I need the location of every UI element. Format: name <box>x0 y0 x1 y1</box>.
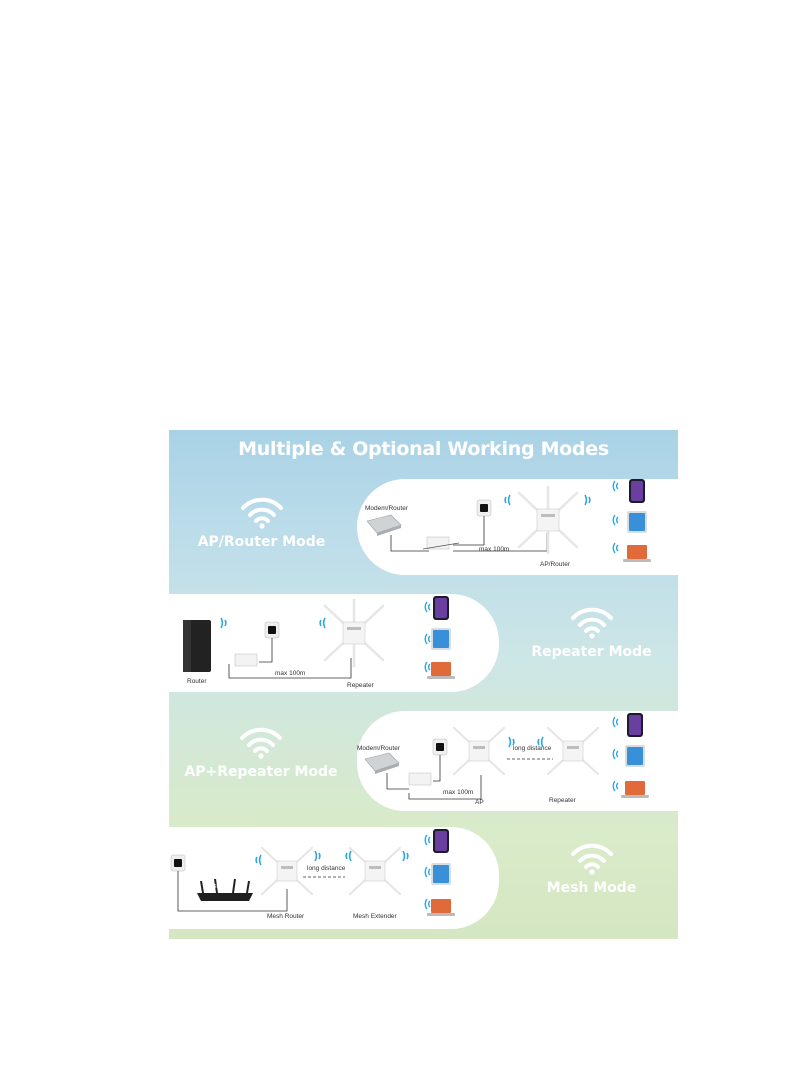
device-a-label: Mesh Router <box>267 913 305 920</box>
router-icon <box>364 752 400 774</box>
mode-label: AP+Repeater Mode <box>184 764 338 780</box>
mode-ap-repeater: AP+Repeater Mode <box>175 726 347 780</box>
wifi-icon <box>402 850 409 862</box>
wifi-icon <box>345 850 352 862</box>
access-point-icon <box>517 485 579 555</box>
wifi-icon <box>612 716 619 728</box>
poe-injector-icon <box>234 653 258 667</box>
router-icon <box>197 878 253 901</box>
device-b-label: Mesh Extender <box>353 913 397 920</box>
mode-mesh: Mesh Mode <box>509 842 674 896</box>
wifi-icon <box>424 601 431 613</box>
device-label: Repeater <box>347 682 374 689</box>
wifi-icon <box>319 617 326 629</box>
working-modes-infographic: Multiple & Optional Working Modes AP/Rou… <box>169 430 678 939</box>
mode-label: Repeater Mode <box>531 644 652 660</box>
link-label: long distance <box>307 865 346 872</box>
device-label: AP/Router <box>540 561 570 568</box>
wifi-icon <box>424 633 431 645</box>
wifi-icon <box>424 898 431 910</box>
wifi-icon <box>612 542 619 554</box>
wifi-icon <box>612 480 619 492</box>
source-label: Modem/Router <box>357 745 400 752</box>
headline: Multiple & Optional Working Modes <box>238 438 609 460</box>
wifi-icon <box>508 736 515 748</box>
mode-repeater: Repeater Mode <box>509 606 674 660</box>
cable-lines <box>177 871 345 912</box>
diagram-panel-ap-repeater: Modem/Router max 100m long distance AP <box>357 711 678 811</box>
wifi-icon <box>570 607 613 639</box>
cable-lines <box>228 638 352 679</box>
poe-adapter-icon <box>476 499 492 517</box>
router-icon <box>366 514 402 536</box>
access-point-icon <box>260 846 314 896</box>
poe-injector-icon <box>408 772 432 786</box>
cable-lines <box>386 755 553 800</box>
laptop-icon <box>625 781 645 795</box>
source-label: Modem/Router <box>365 505 408 512</box>
access-point-icon <box>348 846 402 896</box>
wifi-icon <box>240 497 283 529</box>
wifi-icon <box>612 780 619 792</box>
client-devices <box>424 829 455 916</box>
laptop-icon <box>627 545 647 559</box>
device-a-label: AP <box>475 799 484 806</box>
poe-injector-icon <box>422 536 460 550</box>
client-devices <box>612 479 651 562</box>
mode-ap-router: AP/Router Mode <box>179 496 344 550</box>
wifi-icon <box>570 843 613 875</box>
wifi-icon <box>584 494 591 506</box>
laptop-icon <box>431 662 451 676</box>
client-devices <box>424 596 455 679</box>
access-point-icon <box>452 726 506 776</box>
wifi-icon <box>537 736 544 748</box>
poe-adapter-icon <box>432 738 448 756</box>
wifi-icon <box>424 834 431 846</box>
distance-label: max 100m <box>479 546 510 553</box>
wifi-icon <box>424 866 431 878</box>
distance-label: max 100m <box>275 670 306 677</box>
mode-label: AP/Router Mode <box>197 534 326 550</box>
source-label: Router <box>187 678 207 685</box>
distance-label: max 100m <box>443 789 474 796</box>
wifi-icon <box>240 727 282 759</box>
diagram-panel-repeater: Router max 100m Repeater <box>169 594 499 692</box>
wifi-icon <box>314 850 321 862</box>
source-label: Router <box>213 884 229 890</box>
access-point-icon <box>323 598 385 668</box>
laptop-icon <box>431 899 451 913</box>
link-label: long distance <box>513 745 552 752</box>
poe-adapter-icon <box>264 621 280 639</box>
device-b-label: Repeater <box>549 797 576 804</box>
client-devices <box>612 713 649 798</box>
poe-adapter-icon <box>170 854 186 872</box>
mode-label: Mesh Mode <box>546 880 637 896</box>
wifi-icon <box>504 494 511 506</box>
access-point-icon <box>546 726 600 776</box>
wifi-icon <box>612 514 619 526</box>
wifi-icon <box>424 661 431 673</box>
wifi-icon <box>612 748 619 760</box>
diagram-panel-mesh: Router long distance Mesh Router Mesh Ex… <box>169 827 499 929</box>
diagram-panel-ap-router: Modem/Router max 100m AP/Router <box>357 479 678 575</box>
wifi-icon <box>220 617 227 629</box>
wifi-icon <box>255 854 262 866</box>
router-icon <box>183 620 211 672</box>
